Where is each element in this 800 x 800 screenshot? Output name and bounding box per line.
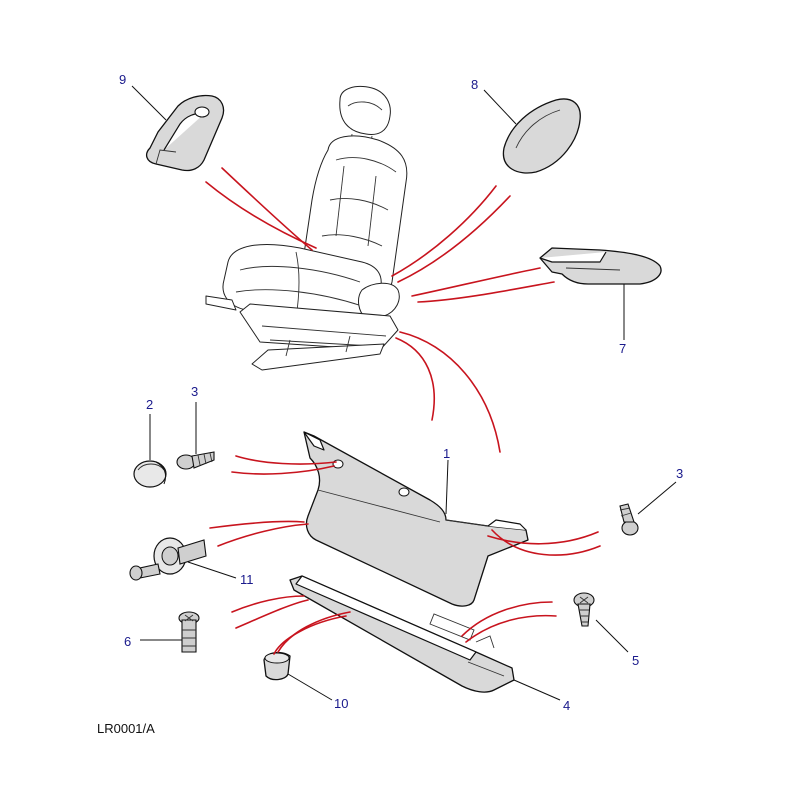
- callout-3-left: 3: [191, 384, 198, 399]
- callout-11: 11: [240, 572, 254, 587]
- explosion-lines: [205, 167, 601, 655]
- callout-4: 4: [563, 698, 570, 713]
- screw-part-3-left: [176, 451, 215, 470]
- seat-assembly: [205, 86, 408, 371]
- callout-5: 5: [632, 653, 639, 668]
- plug-cap-part-2: [133, 460, 167, 488]
- leader-lines: [131, 85, 677, 701]
- push-clip-part-11: [129, 537, 207, 581]
- screw-part-5: [573, 592, 595, 627]
- callout-9: 9: [119, 72, 126, 87]
- callouts: 9 8 7 1 2 3 3 11 6 5 4 10: [119, 72, 683, 713]
- trim-cap-part-9: [145, 94, 225, 172]
- bolt-part-6: [178, 611, 200, 653]
- cover-part-8: [502, 98, 581, 174]
- valance-panel-part-1: [303, 431, 529, 607]
- callout-2: 2: [146, 397, 153, 412]
- callout-8: 8: [471, 77, 478, 92]
- finisher-strip-part-4: [289, 575, 515, 693]
- clip-part-10: [263, 651, 291, 681]
- callout-1: 1: [443, 446, 450, 461]
- side-trim-part-7: [539, 247, 662, 285]
- callout-6: 6: [124, 634, 131, 649]
- diagram-reference-code: LR0001/A: [97, 721, 155, 736]
- callout-7: 7: [619, 341, 626, 356]
- callout-3-right: 3: [676, 466, 683, 481]
- callout-10: 10: [334, 696, 348, 711]
- screw-part-3-right: [619, 503, 639, 536]
